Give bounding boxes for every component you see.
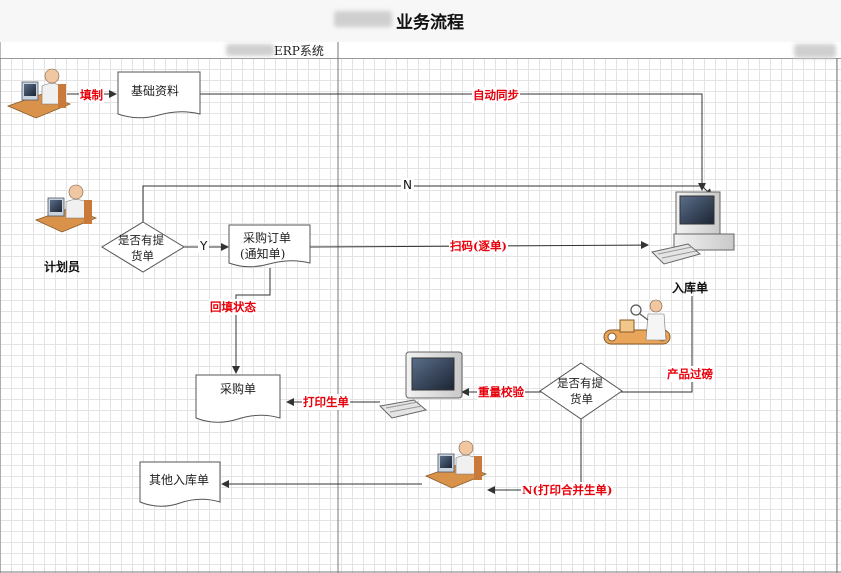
- user-at-desk-icon: [6, 68, 72, 119]
- edge-label-y: Y: [198, 239, 210, 253]
- edge-label-fill-in: 填制: [79, 87, 104, 103]
- edge-product-scale: [620, 296, 693, 393]
- edge-label-n-top: N: [401, 178, 414, 192]
- lane-header: [0, 42, 841, 59]
- computer-icon: [651, 191, 735, 265]
- redacted-title-prefix: [334, 11, 392, 27]
- role-inbound: 入库单: [672, 281, 709, 295]
- redacted-right-label: [794, 44, 836, 58]
- node-decision-1: [101, 221, 185, 273]
- user-at-desk-icon: [424, 440, 488, 489]
- decision-1-line2: 货单: [131, 249, 154, 263]
- purchase-bill-label: 采购单: [220, 382, 257, 396]
- edge-label-product-scale: 产品过磅: [666, 366, 714, 382]
- edge-label-print-bill: 打印生单: [302, 394, 350, 410]
- connectors: [67, 90, 713, 494]
- edge-n-top: [142, 185, 713, 222]
- inspector-icon: [603, 299, 671, 345]
- edge-n-merge: [487, 412, 582, 494]
- lane-title: ERP系统: [274, 44, 324, 58]
- other-inbound-label: 其他入库单: [149, 473, 210, 487]
- lane-frame: [0, 42, 841, 573]
- node-purchase-order: [228, 224, 311, 268]
- title-bar: 业务流程: [0, 0, 841, 43]
- edge-label-weight-check: 重量校验: [477, 384, 525, 400]
- node-basic-data: [117, 71, 201, 119]
- decision-2-line2: 货单: [570, 392, 593, 406]
- monitor-keyboard-icon: [378, 351, 463, 419]
- node-other-inbound: [139, 461, 221, 507]
- role-planner: 计划员: [44, 260, 81, 274]
- node-purchase-bill: [195, 374, 281, 423]
- page-title: 业务流程: [396, 13, 464, 33]
- edge-auto-sync: [200, 93, 706, 191]
- edge-label-backfill: 回填状态: [209, 299, 257, 315]
- edge-label-scan: 扫码(逐单): [449, 238, 508, 254]
- edge-label-auto-sync: 自动同步: [472, 87, 520, 103]
- redacted-lane-prefix: [226, 44, 274, 56]
- node-decision-2: [539, 362, 623, 420]
- decision-2-line1: 是否有提: [557, 376, 603, 390]
- edge-label-n-merge: N(打印合并生单): [521, 482, 614, 498]
- user-at-desk-icon: [34, 184, 98, 233]
- purchase-order-line1: 采购订单: [243, 231, 292, 245]
- node-basic-data-label: 基础资料: [131, 84, 180, 98]
- decision-1-line1: 是否有提: [118, 233, 164, 247]
- edge-backfill: [232, 268, 271, 374]
- purchase-order-line2: (通知单): [240, 247, 286, 261]
